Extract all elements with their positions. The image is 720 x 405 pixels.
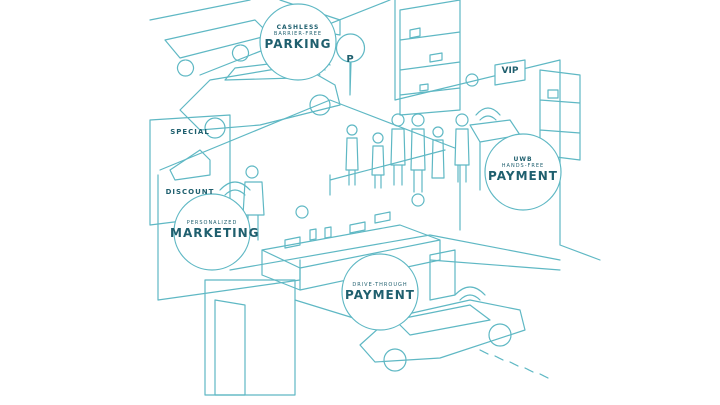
drive-car-windows	[394, 304, 491, 336]
badge-uwb-circle	[484, 133, 562, 211]
shelf-unit-back	[399, 0, 461, 116]
badge-parking: CASHLESS BARRIER-FREE PARKING	[260, 24, 336, 51]
table-products	[284, 211, 391, 249]
marketing-shopper-head	[245, 165, 259, 179]
badge-drive: DRIVE-THROUGH PAYMENT	[342, 282, 418, 302]
badge-uwb-main: PAYMENT	[488, 169, 558, 183]
parking-pin-label: P	[346, 54, 354, 65]
billboard-shoe	[169, 149, 211, 181]
queue-people	[345, 113, 470, 193]
shopper-table-head	[295, 205, 309, 219]
parking-car-body	[179, 64, 341, 131]
queue-rope	[329, 149, 446, 196]
badge-drive-main: PAYMENT	[345, 288, 415, 302]
billboard-top-label: SPECIAL	[170, 128, 210, 136]
vip-sign	[494, 59, 526, 86]
vip-sign-label: VIP	[501, 66, 519, 76]
badge-uwb: UWB HANDS-FREE PAYMENT	[485, 156, 561, 183]
badge-drive-top: DRIVE-THROUGH	[352, 282, 408, 288]
top-car-1	[149, 0, 271, 77]
badge-uwb-mid: HANDS-FREE	[501, 163, 545, 169]
badge-parking-top: CASHLESS	[276, 24, 320, 31]
building-lower-right-wall	[294, 259, 561, 321]
cashier-head	[465, 73, 479, 87]
parking-car-wheel-rear	[204, 117, 226, 139]
badge-drive-circle	[341, 253, 419, 331]
badge-parking-mid: BARRIER-FREE	[273, 31, 323, 37]
drive-car-wheel-rear	[383, 348, 407, 372]
badge-parking-main: PARKING	[264, 37, 332, 51]
building-front-wall	[204, 279, 296, 396]
wifi-signal-counter	[475, 107, 501, 121]
doorway	[214, 299, 246, 396]
badge-marketing-top: PERSONALIZED	[186, 220, 238, 226]
drive-dashes	[479, 349, 549, 379]
badge-uwb-top: UWB	[513, 156, 533, 163]
wifi-signal-drive	[454, 286, 486, 301]
badge-marketing-circle	[173, 193, 251, 271]
shelf-unit-right	[539, 69, 581, 161]
drive-kiosk	[429, 249, 456, 301]
right-wall	[394, 0, 601, 261]
shelf-items	[409, 27, 559, 99]
wifi-signal-marketing	[219, 181, 251, 196]
parking-pin	[335, 33, 366, 96]
parking-car-wheel-front	[309, 94, 331, 116]
shopper-table-head-2	[411, 193, 425, 207]
drive-car-wheel-front	[488, 323, 512, 347]
badge-marketing-main: MARKETING	[170, 226, 260, 240]
billboard-bottom-label: DISCOUNT	[165, 188, 215, 196]
badge-parking-circle	[259, 3, 337, 81]
badge-marketing: PERSONALIZED MARKETING	[170, 220, 260, 240]
